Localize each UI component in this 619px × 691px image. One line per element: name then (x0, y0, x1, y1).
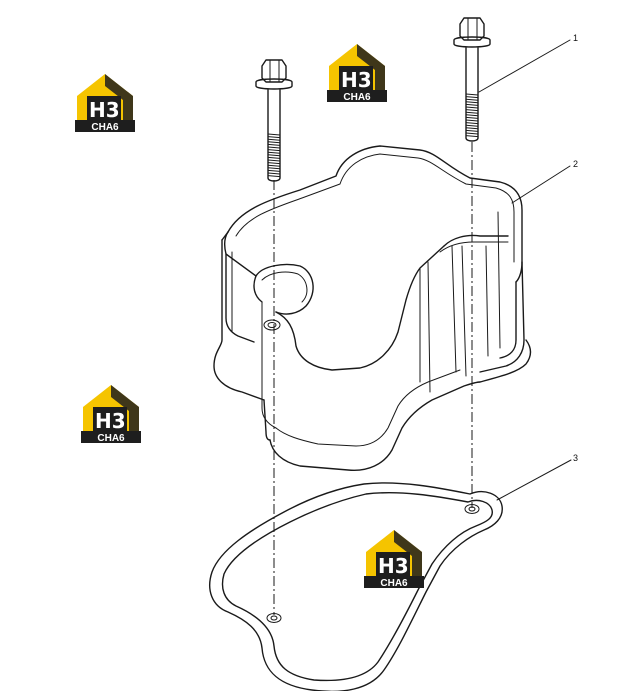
logo-house-shadow (357, 44, 385, 90)
logo-caption-bar (81, 431, 141, 443)
flange-bolt-left (255, 59, 293, 182)
logo-caption: CHA6 (91, 122, 119, 133)
logo-letters: H3 (89, 98, 120, 122)
callout-label-3: 3 (573, 453, 578, 463)
logo-letters: H3 (378, 554, 409, 578)
callout-3: 3 (496, 453, 578, 501)
logo-caption-bar (364, 576, 424, 588)
logo-inner-panel (87, 96, 121, 120)
callout-2: 2 (511, 159, 578, 204)
logo-caption-bar (75, 120, 135, 132)
logo-house-shadow (394, 530, 422, 576)
valve-cover (213, 145, 532, 471)
logo-letters: H3 (95, 409, 126, 433)
logo-house-shadow (111, 385, 139, 431)
callout-label-1: 1 (573, 33, 578, 43)
gasket (209, 482, 503, 691)
thread-left (267, 133, 281, 178)
logo-letters: H3 (341, 68, 372, 92)
thread-right (465, 93, 479, 138)
logo-caption-bar (327, 90, 387, 102)
logo-house-shadow (105, 74, 133, 120)
logo-inner-panel (339, 66, 373, 90)
logo-inner-panel (376, 552, 410, 576)
callout-1: 1 (478, 33, 578, 93)
logo-inner-panel (93, 407, 127, 431)
logo-caption: CHA6 (343, 92, 371, 103)
callout-label-2: 2 (573, 159, 578, 169)
flange-bolt-right (453, 17, 491, 142)
logo-caption: CHA6 (97, 433, 125, 444)
logo-caption: CHA6 (380, 578, 408, 589)
